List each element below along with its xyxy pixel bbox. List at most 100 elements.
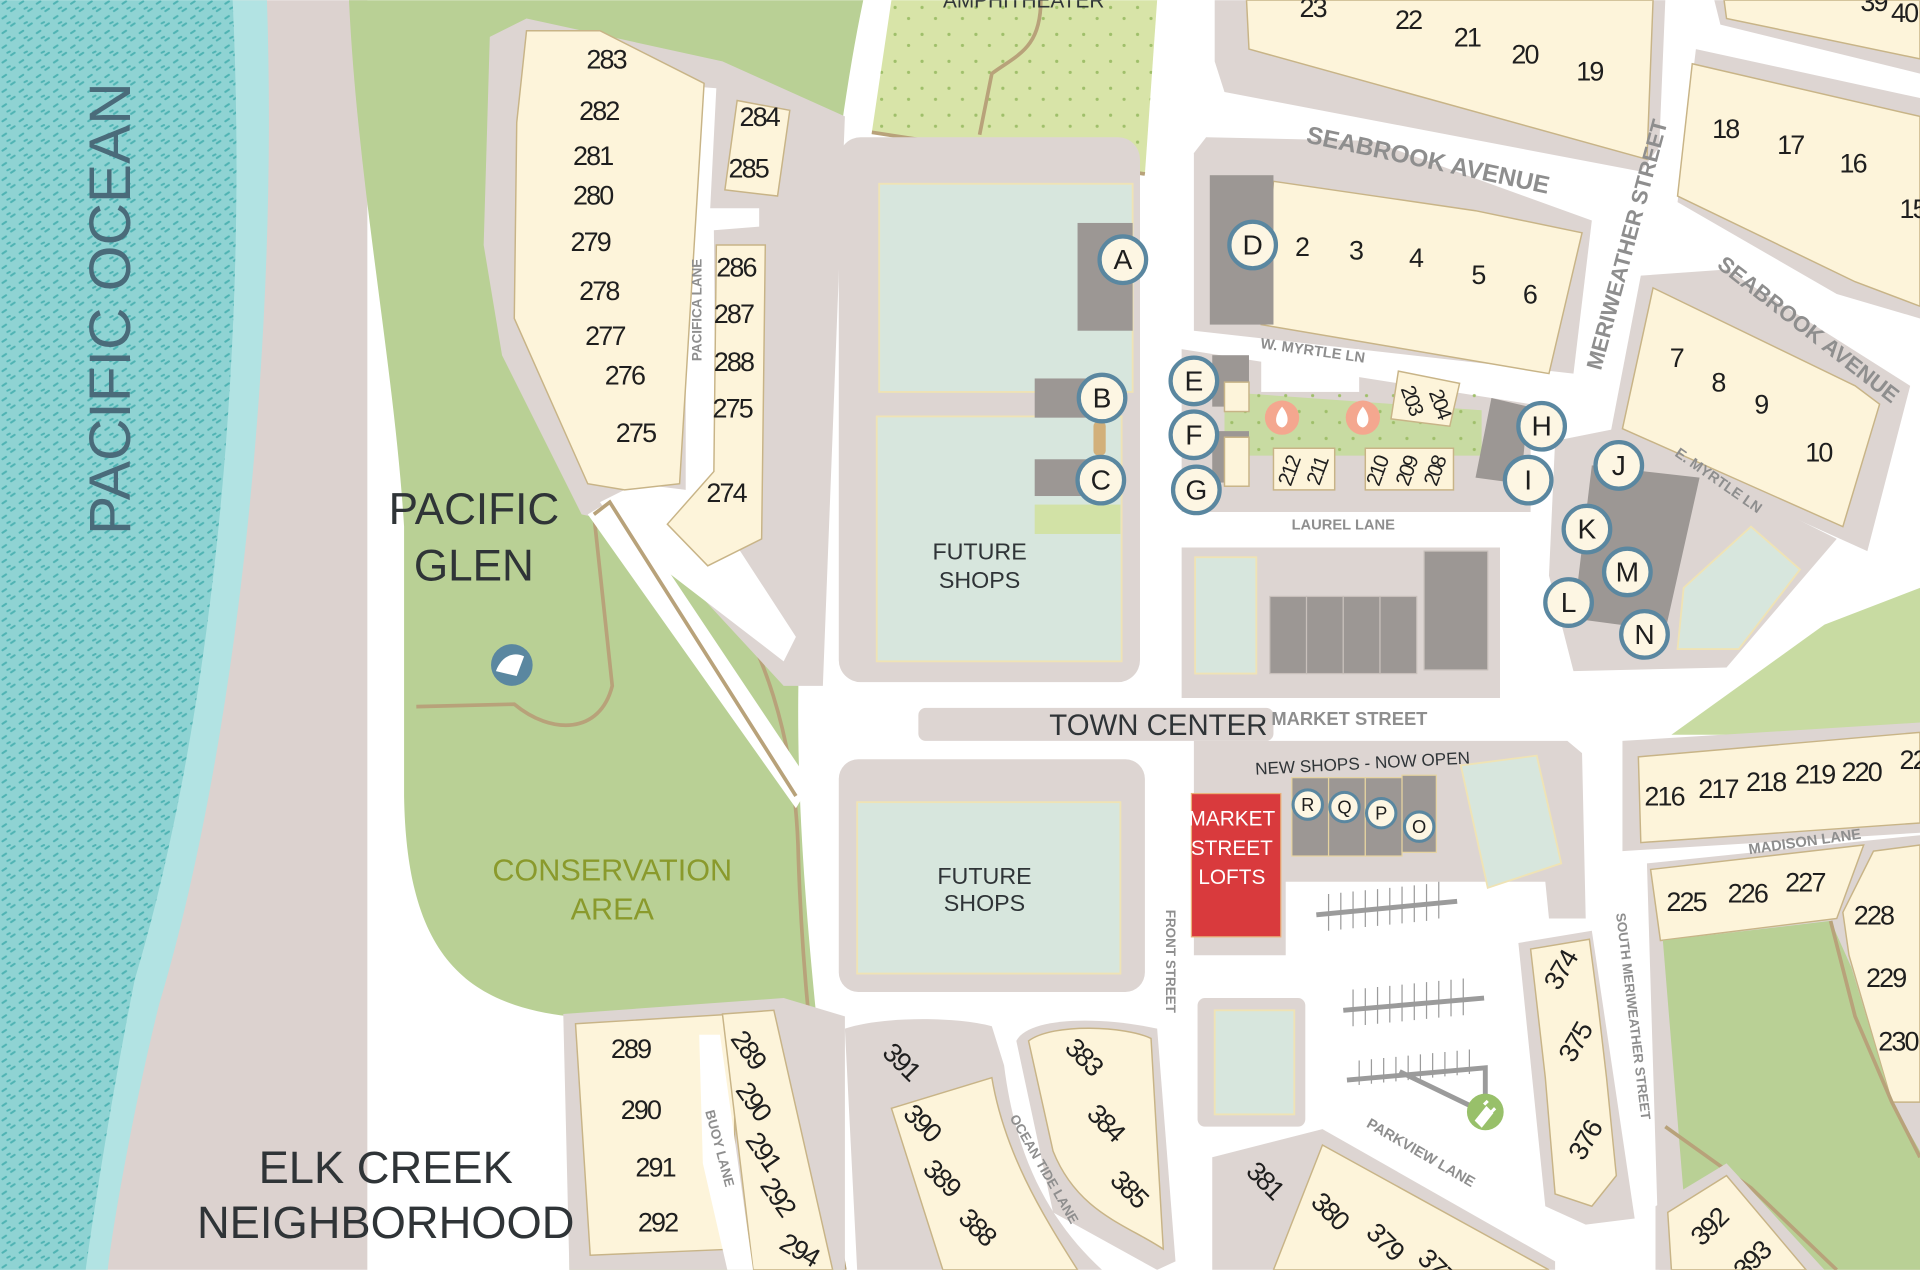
location-marker[interactable]: D [1227,219,1279,271]
lot-number[interactable]: 283 [586,44,628,74]
location-marker[interactable]: R [1291,788,1324,821]
lot-number[interactable]: 6 [1523,280,1539,310]
lot-number[interactable]: 5 [1471,260,1487,290]
lot-number[interactable]: 275 [713,393,755,423]
lot-number[interactable]: 278 [579,276,621,306]
median [918,707,1274,741]
location-marker[interactable]: K [1561,503,1613,555]
pad [1459,754,1563,890]
lots-208-210 [1364,447,1455,491]
marker-letter: P [1375,803,1387,824]
location-marker[interactable]: G [1170,464,1222,516]
lot-number[interactable]: 18 [1712,114,1741,144]
lot-number[interactable]: 230 [1878,1026,1920,1056]
marker-letter: K [1578,514,1597,545]
location-marker[interactable]: J [1593,440,1645,491]
lots-216-222 [1637,731,1920,844]
lots-19-23 [1245,0,1654,161]
lot-number[interactable]: 7 [1670,343,1686,373]
lot-number[interactable]: 225 [1666,887,1708,917]
pacific-glen-label: GLEN [414,542,534,591]
lot-number[interactable]: 22 [1900,745,1920,775]
location-marker[interactable]: N [1619,608,1670,660]
location-marker[interactable]: M [1601,546,1653,598]
lot-number[interactable]: 226 [1728,878,1770,908]
location-marker[interactable]: H [1516,400,1568,452]
location-marker[interactable]: P [1365,796,1398,830]
lot-number[interactable]: 275 [616,418,658,448]
lot-number[interactable]: 4 [1409,243,1426,273]
lot-number[interactable]: 228 [1854,900,1896,930]
marker-letter: R [1301,794,1314,815]
lot-number[interactable]: 9 [1754,390,1770,420]
lots-283-275 [513,29,705,491]
lot-number[interactable]: 290 [621,1095,663,1125]
marker-letter: B [1093,383,1112,414]
lot-number[interactable]: 282 [579,96,621,126]
lot-number[interactable]: 15 [1900,194,1920,224]
lot-number[interactable]: 19 [1576,57,1605,87]
location-marker[interactable]: C [1075,454,1127,506]
lots-377-380 [1272,1143,1550,1270]
lot-number[interactable]: 287 [714,299,756,329]
lot-number[interactable]: 23 [1300,0,1329,23]
marker-letter: L [1561,587,1577,618]
lot-number[interactable]: 39 [1860,0,1889,17]
lot-number[interactable]: 277 [585,321,627,351]
lot-number[interactable]: 17 [1777,130,1806,160]
lot-number[interactable]: 292 [638,1208,680,1238]
lot-number[interactable]: 220 [1842,757,1884,787]
market-street-lofts[interactable] [1190,792,1282,938]
marker-letter: J [1612,450,1626,481]
lot-number[interactable]: 274 [706,478,749,508]
lot-number[interactable]: 284 [739,102,782,132]
lot-number[interactable]: 291 [635,1153,677,1183]
lot-number[interactable]: 22 [1395,5,1424,35]
lot-f-g [1223,436,1250,487]
marker-letter: O [1412,816,1426,837]
location-marker[interactable]: I [1502,454,1554,506]
lot-number[interactable]: 286 [716,253,758,283]
lot-number[interactable]: 3 [1349,235,1365,265]
location-marker[interactable]: L [1543,577,1594,628]
parking-lots [1316,881,1488,1111]
lot-number[interactable]: 281 [573,141,615,171]
lot-number[interactable]: 21 [1454,22,1483,52]
marker-letter: N [1634,619,1654,650]
lot-number[interactable]: 289 [611,1034,653,1064]
lots-289-294-east [721,1009,834,1270]
conservation-area-label: AREA [571,893,655,927]
street-label: PACIFICA LANE [690,259,705,361]
lot-number[interactable]: 276 [605,360,647,390]
future-shops-label: SHOPS [939,567,1020,593]
lot-number[interactable]: 229 [1866,963,1908,993]
lot-number[interactable]: 288 [714,347,756,377]
lot-number[interactable]: 227 [1785,867,1827,897]
marker-letter: I [1524,465,1532,496]
location-marker[interactable]: O [1402,810,1436,843]
lot-number[interactable]: 280 [573,180,615,210]
lot-number[interactable]: 285 [728,153,770,183]
lot-number[interactable]: 2 [1295,232,1311,262]
location-marker[interactable]: Q [1328,790,1361,824]
lot-number[interactable]: 10 [1805,437,1834,467]
lot-number[interactable]: 219 [1795,760,1837,790]
lot-number[interactable]: 20 [1511,40,1540,70]
lot-number[interactable]: 216 [1644,782,1686,812]
lot-number[interactable]: 217 [1698,774,1740,804]
lot-number[interactable]: 16 [1840,149,1869,179]
lot-number[interactable]: 40 [1891,0,1920,28]
lot-number[interactable]: 8 [1711,368,1727,398]
town-center-label: TOWN CENTER [1049,709,1267,742]
marker-letter: M [1616,556,1639,587]
trail [1664,920,1920,1270]
location-marker[interactable]: E [1168,355,1220,407]
lot-number[interactable]: 279 [570,227,612,257]
location-marker[interactable]: F [1168,409,1220,461]
pacifica-lane [600,85,796,662]
lot-number[interactable]: 218 [1746,767,1788,797]
location-marker[interactable]: B [1076,372,1128,424]
location-marker[interactable]: A [1097,234,1149,286]
buildings-laurel [1269,550,1489,675]
